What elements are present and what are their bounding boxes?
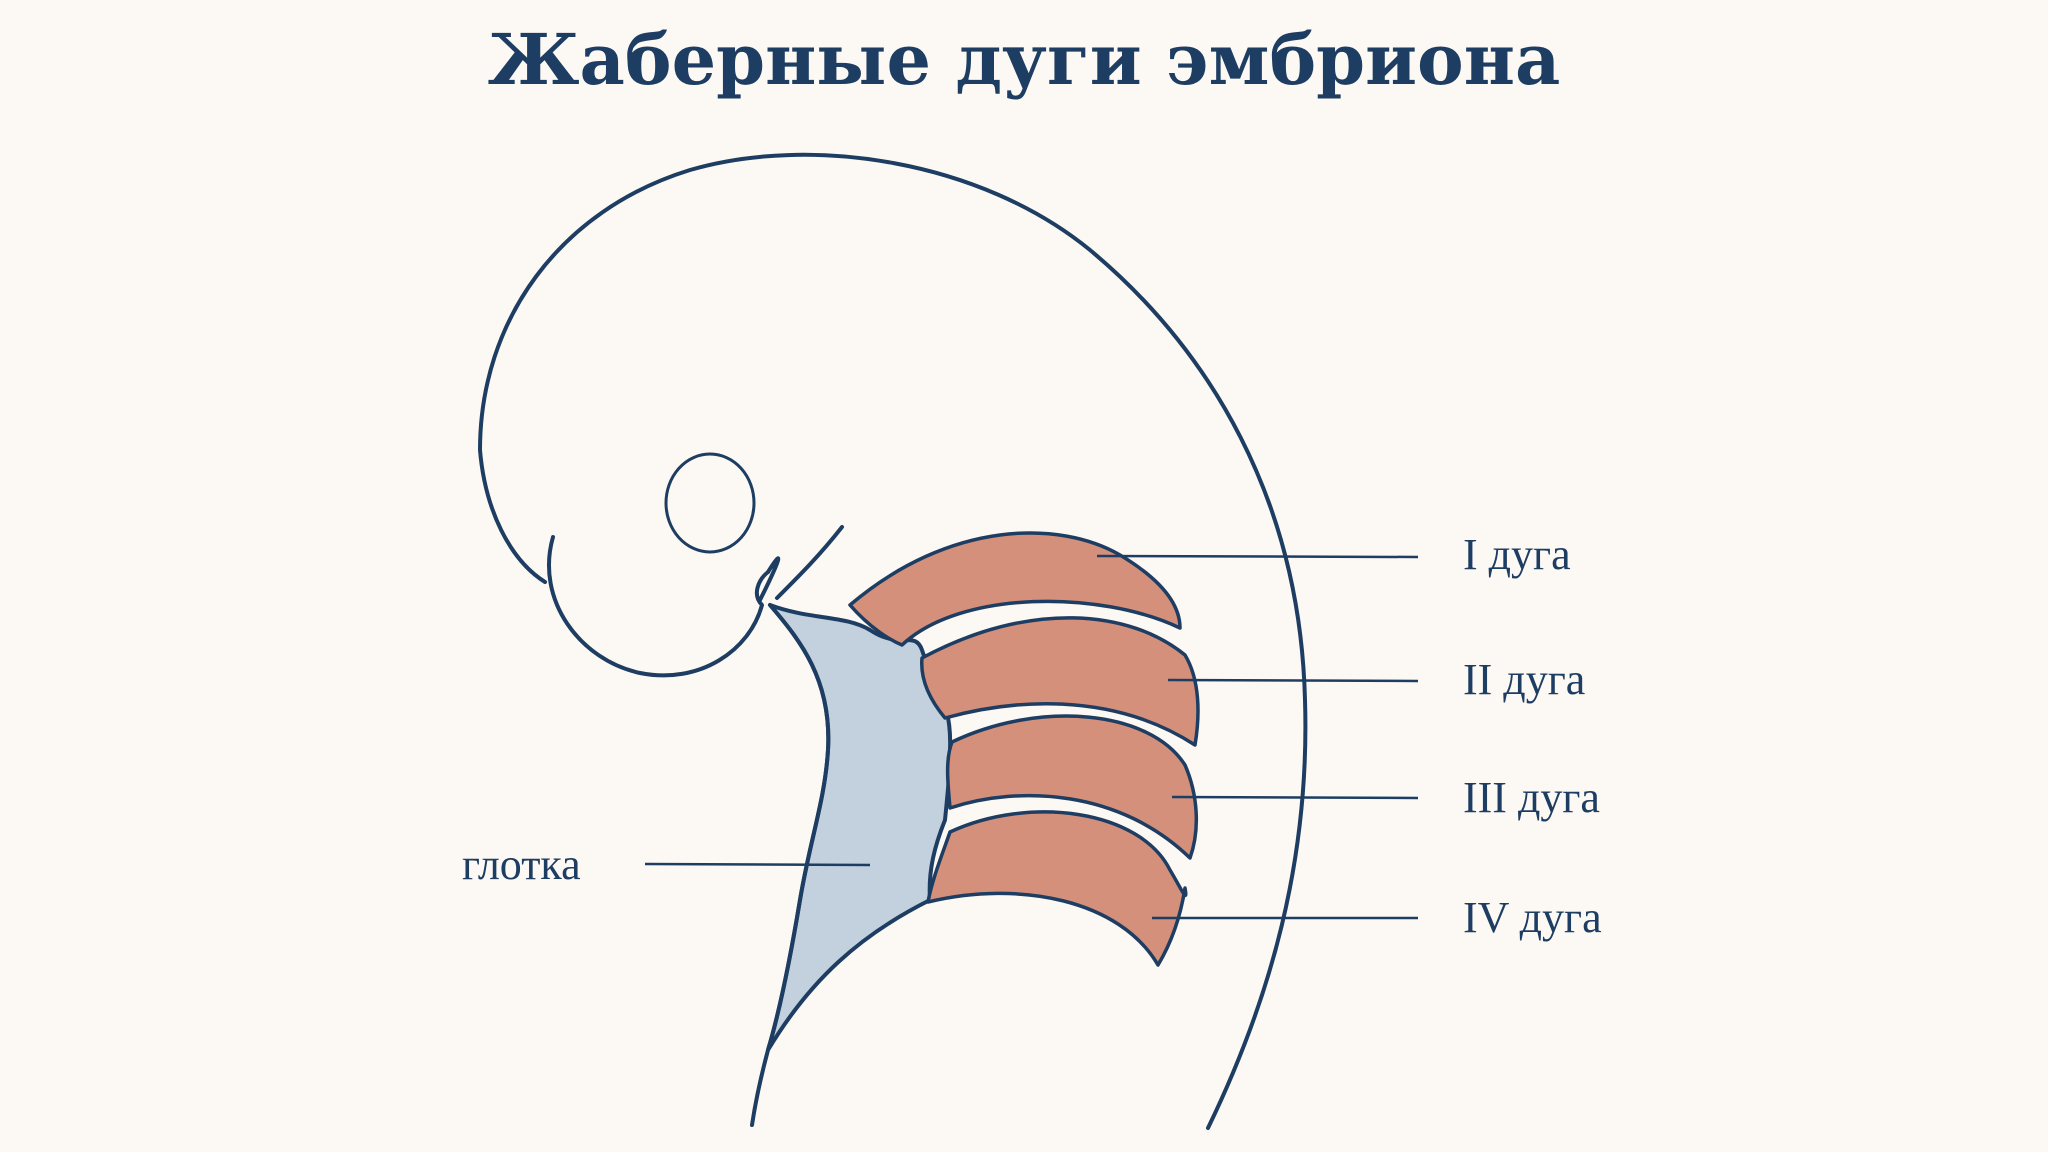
mouth-line (758, 525, 844, 602)
label-pharynx: глотка (462, 840, 581, 889)
leader-line-arch-3 (1171, 795, 1419, 800)
branchial-arch-1 (848, 531, 1182, 647)
label-arch-1: I дуга (1463, 530, 1571, 579)
neck-outline (750, 603, 831, 1127)
label-arch-3: III дуга (1463, 773, 1600, 822)
face-outline (547, 535, 770, 678)
branchial-arch-2 (920, 616, 1200, 747)
branchial-arch-4 (926, 810, 1188, 967)
embryo-outline (478, 152, 1308, 1130)
label-arch-4: IV дуга (1463, 893, 1602, 942)
page-title: Жаберные дуги эмбриона (487, 18, 1561, 101)
leader-line-pharynx (644, 862, 871, 867)
leader-line-arch-1 (1096, 554, 1419, 559)
branchial-arch-3 (945, 714, 1199, 860)
leader-line-arch-2 (1167, 678, 1419, 683)
label-arch-2: II дуга (1463, 655, 1586, 704)
eye-circle (664, 452, 756, 554)
